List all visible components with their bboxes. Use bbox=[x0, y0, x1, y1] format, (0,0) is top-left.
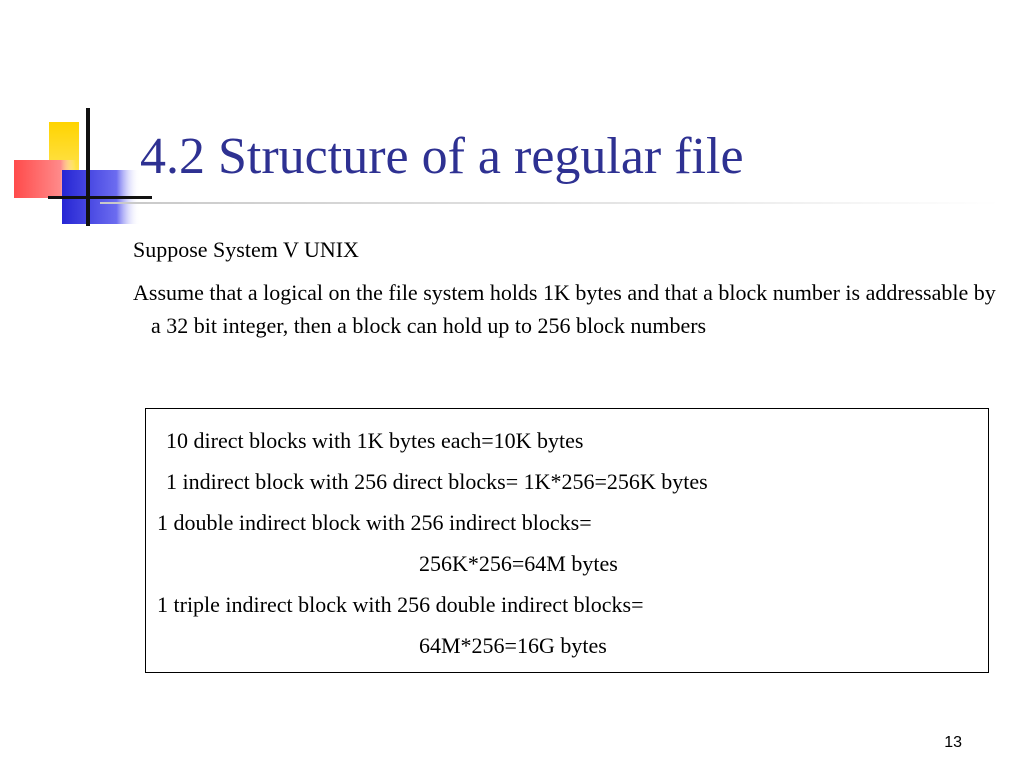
box-line-triple-indirect-result: 64M*256=16G bytes bbox=[419, 633, 607, 658]
box-line-indirect: 1 indirect block with 256 direct blocks=… bbox=[166, 469, 708, 494]
calculation-box: 10 direct blocks with 1K bytes each=10K … bbox=[145, 408, 989, 673]
box-line-triple-indirect: 1 triple indirect block with 256 double … bbox=[157, 592, 644, 617]
bullet-item: Suppose System V UNIX bbox=[133, 237, 359, 262]
box-line-double-indirect: 1 double indirect block with 256 indirec… bbox=[157, 510, 592, 535]
box-line-direct: 10 direct blocks with 1K bytes each=10K … bbox=[166, 428, 584, 453]
slide-logo-icon bbox=[14, 108, 152, 226]
bullet-item: Assume that a logical on the file system… bbox=[133, 280, 996, 338]
page-number: 13 bbox=[944, 734, 962, 751]
box-line-double-indirect-result: 256K*256=64M bytes bbox=[419, 551, 618, 576]
title-divider bbox=[100, 202, 1000, 204]
slide-title: 4.2 Structure of a regular file bbox=[140, 128, 744, 185]
